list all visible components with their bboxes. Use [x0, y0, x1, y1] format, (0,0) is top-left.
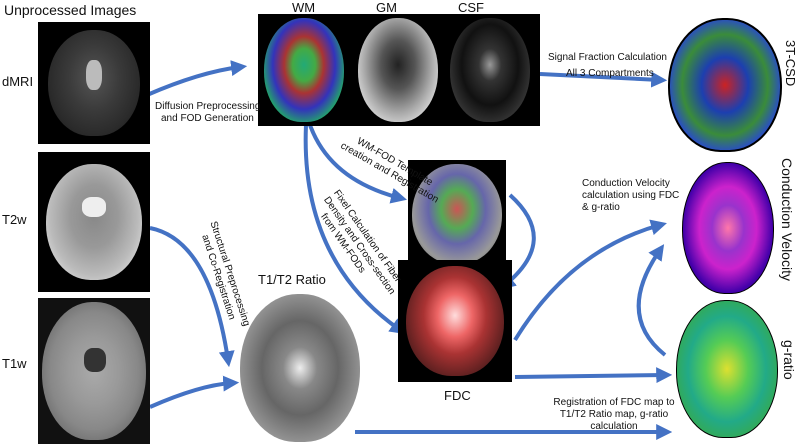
arrow-fdc-to-conduction: [513, 219, 667, 342]
g-ratio-image: [676, 300, 778, 438]
t1t2-ratio-label: T1/T2 Ratio: [258, 272, 326, 287]
arrow-fdc-to-gratio: [514, 367, 673, 384]
t2w-image: [38, 152, 150, 292]
step-diffusion-preprocessing: Diffusion Preprocessing and FOD Generati…: [155, 101, 260, 125]
step-signal-fraction: Signal Fraction Calculation All 3 Compar…: [548, 52, 667, 80]
step-registration-line-1: Registration of FDC map to: [553, 397, 675, 408]
arrow-t2w-to-ratio: [149, 226, 235, 368]
arrow-dmri-to-wm: [146, 60, 248, 97]
fdc-image: [398, 260, 512, 382]
step-diffusion-line-2: and FOD Generation: [161, 113, 254, 124]
t1t2-ratio-image: [240, 294, 360, 442]
csf-label: CSF: [458, 0, 484, 15]
t1w-image: [38, 298, 150, 444]
step-registration-line-3: calculation: [590, 421, 638, 432]
step-conduction-line-2: calculation using FDC: [582, 190, 680, 201]
arrow-gratio-to-conduction: [636, 244, 667, 357]
t1w-label: T1w: [2, 356, 27, 371]
tissue-maps-strip: [258, 14, 540, 126]
step-signal-line-2: All 3 Compartments: [566, 68, 654, 79]
conduction-velocity-image: [682, 162, 774, 294]
arrow-wm-to-template: [308, 124, 407, 204]
g-ratio-label: g-ratio: [781, 340, 797, 380]
fdc-label: FDC: [444, 388, 471, 403]
wm-label: WM: [292, 0, 316, 15]
unprocessed-images-title: Unprocessed Images: [4, 2, 137, 18]
three-t-csd-label: 3T-CSD: [783, 40, 798, 87]
dmri-image: [38, 22, 150, 144]
step-conduction-line-1: Conduction Velocity: [582, 178, 670, 189]
step-registration-line-2: T1/T2 Ratio map, g-ratio: [559, 409, 669, 420]
arrow-t1w-to-ratio: [149, 375, 240, 409]
step-diffusion-line-1: Diffusion Preprocessing: [155, 101, 261, 112]
step-registration-fdc: Registration of FDC map to T1/T2 Ratio m…: [548, 397, 680, 433]
gm-image: [358, 18, 438, 122]
conduction-velocity-label: Conduction Velocity: [779, 158, 795, 281]
step-conduction-calculation: Conduction Velocity calculation using FD…: [582, 178, 682, 214]
arrow-wm-to-fdc: [303, 124, 406, 335]
t2w-label: T2w: [2, 212, 27, 227]
gm-label: GM: [376, 0, 397, 15]
arrow-csf-to-3tcsd: [539, 71, 668, 88]
csf-image: [450, 18, 530, 122]
three-t-csd-image: [668, 18, 782, 152]
step-conduction-line-3: & g-ratio: [582, 202, 620, 213]
arrow-template-to-fdc: [499, 193, 536, 290]
wm-fod-template-image: [408, 160, 506, 268]
wm-fod-image: [264, 18, 344, 122]
step-signal-line-1: Signal Fraction Calculation: [548, 52, 667, 63]
dmri-label: dMRI: [2, 74, 34, 89]
